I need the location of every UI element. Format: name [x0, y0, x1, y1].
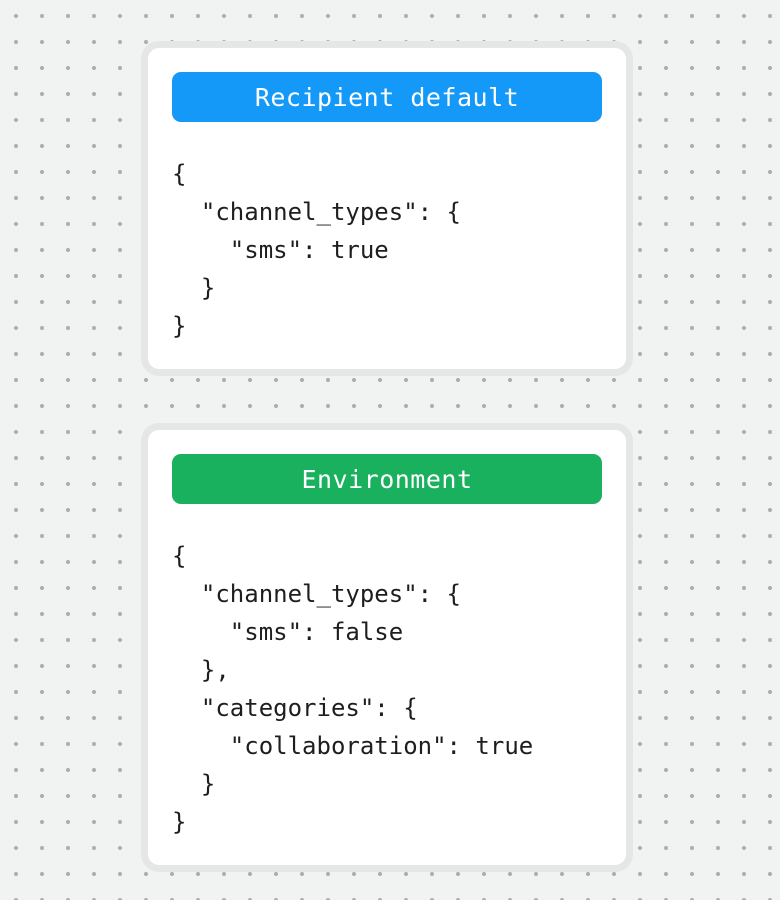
recipient-default-json-code: { "channel_types": { "sms": true } }: [172, 160, 461, 340]
card-environment: Environment { "channel_types": { "sms": …: [141, 423, 633, 872]
card-recipient-default: Recipient default { "channel_types": { "…: [141, 41, 633, 376]
recipient-default-badge: Recipient default: [172, 72, 602, 122]
environment-json-code: { "channel_types": { "sms": false }, "ca…: [172, 542, 534, 836]
environment-badge: Environment: [172, 454, 602, 504]
